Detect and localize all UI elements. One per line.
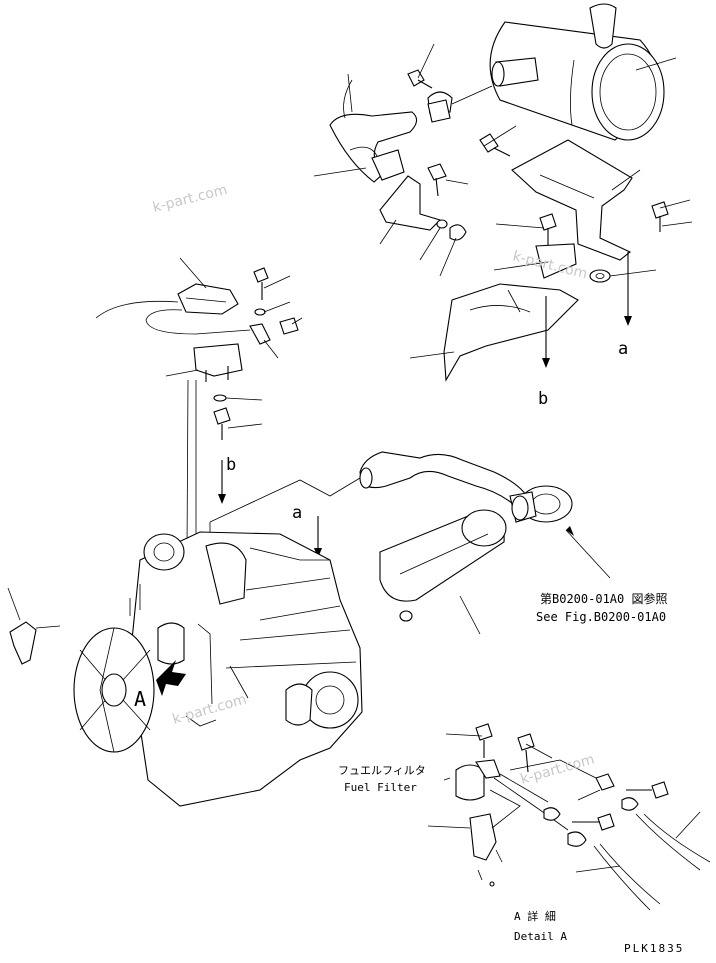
callout-a-lower: a <box>292 503 302 523</box>
fan-guard-bracket <box>7 587 61 665</box>
muffler-clamp <box>407 69 493 123</box>
callout-b-lower: b <box>226 455 236 475</box>
leader-lines-detail <box>427 733 701 873</box>
callout-arrows-lower <box>218 460 322 558</box>
engine-assembly <box>73 531 363 807</box>
exhaust-elbow <box>329 79 418 183</box>
ref-en: See Fig.B0200-01A0 <box>536 610 666 624</box>
watermark-4: k-part.com <box>519 751 597 787</box>
leader-lines-upper <box>313 43 693 359</box>
stay-bracket <box>535 213 577 279</box>
detail-en: Detail A <box>514 930 567 943</box>
silencer-lower <box>379 509 507 635</box>
view-arrow <box>156 660 186 696</box>
callout-arrows-upper <box>542 252 632 368</box>
cooling-fan <box>73 627 155 753</box>
watermark-1: k-part.com <box>151 182 229 216</box>
heat-shield <box>443 283 579 382</box>
fuel-filter-en: Fuel Filter <box>344 781 417 794</box>
muffler-upper <box>489 3 665 141</box>
detail-ja: A 詳 細 <box>514 909 556 923</box>
callout-a-upper: a <box>618 339 628 359</box>
callout-b-upper: b <box>538 389 548 409</box>
view-arrow-label: A <box>134 687 146 711</box>
fuel-filter-upper <box>95 267 299 440</box>
muffler-bracket-left <box>379 163 467 241</box>
leader-lines-filter <box>165 257 303 429</box>
fuel-filter-ja: フュエルフィルタ <box>338 764 426 777</box>
exhaust-pipe-long <box>359 451 611 579</box>
ref-ja: 第B0200-01A0 図参照 <box>540 591 667 606</box>
detail-a <box>455 723 711 911</box>
drawing-id: PLK1835 <box>624 942 684 955</box>
